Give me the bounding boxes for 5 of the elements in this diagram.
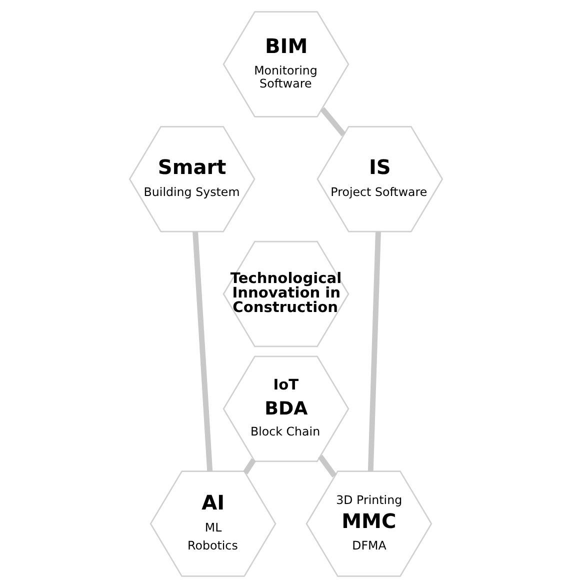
connector — [192, 232, 212, 472]
connector — [367, 232, 380, 472]
connector — [318, 454, 336, 478]
connector — [320, 107, 346, 136]
connector — [242, 458, 256, 474]
